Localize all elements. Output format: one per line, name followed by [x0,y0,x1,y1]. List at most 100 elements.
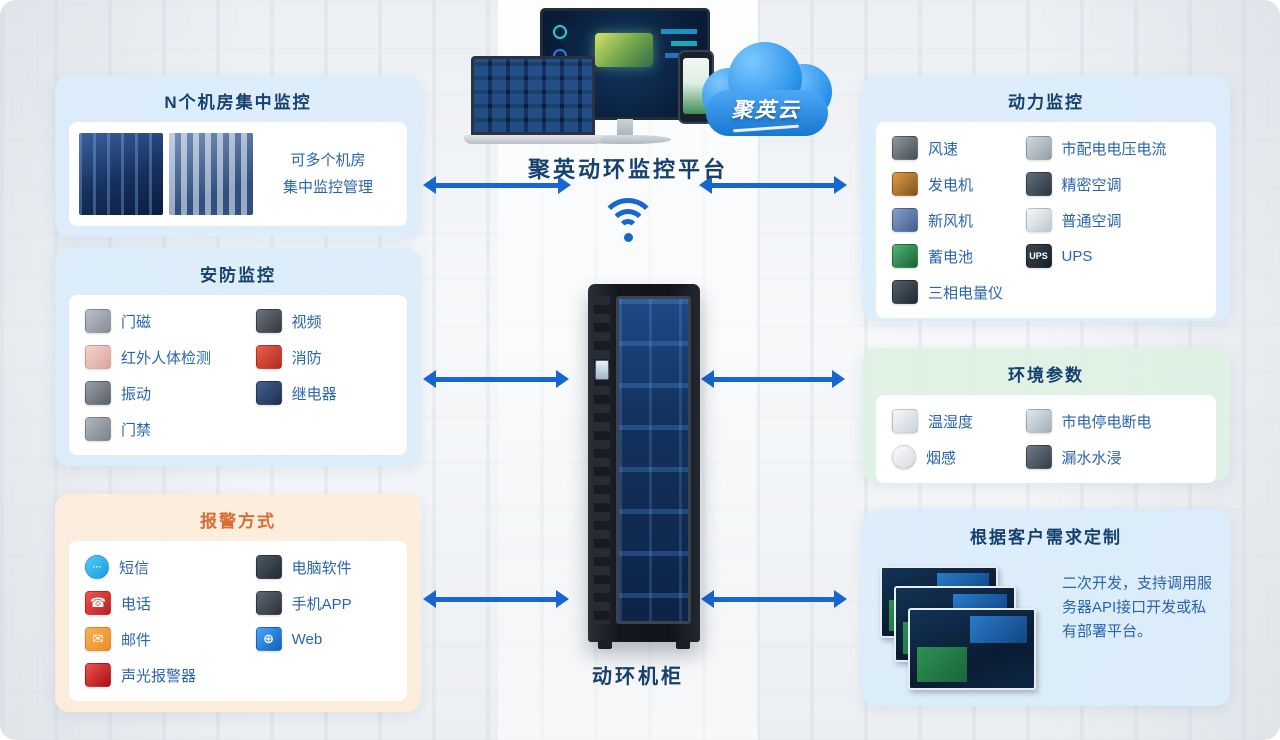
device-item: 蓄电池 [892,238,1026,274]
wifi-arc [599,198,657,256]
access-control-icon [85,417,111,441]
panel-title: N个机房集中监控 [164,93,312,112]
telephone-icon: ☎ [85,591,111,615]
video-camera-icon [255,309,282,333]
device-item: 门磁 [85,303,256,339]
chart-bar-graphic [671,41,697,46]
wifi-arc [618,219,638,239]
arrow-left-middle [423,370,569,388]
panel-body: 门磁 视频红外人体检测 消防振动 继电器门禁 [69,295,407,455]
cloud-brand-label: 聚英云 [708,94,824,130]
device-item: 新风机 [892,202,1026,238]
panel-body: 可多个机房 集中监控管理 [69,122,407,226]
arrow-right-bottom [701,590,847,608]
device-item: 继电器 [255,375,401,411]
panel-security-monitoring: 安防监控 门磁 视频红外人体检测 消防振动 继电器门禁 [55,248,421,466]
device-label: 新风机 [928,212,974,230]
fire-protection-icon [255,345,282,369]
device-label: 红外人体检测 [121,349,212,367]
panel-title: 报警方式 [200,512,276,531]
sms-icon: ··· [85,555,109,579]
panel-title: 根据客户需求定制 [970,528,1122,547]
device-label: 手机APP [291,595,352,613]
device-item: ⊕ Web [255,621,401,657]
device-label: 普通空调 [1061,212,1122,230]
cabinet-foot [676,641,690,649]
cloud-icon: 聚英云 [700,38,834,142]
device-label: 烟感 [926,449,957,467]
device-label: 电话 [121,595,152,613]
device-label: 声光报警器 [121,667,197,685]
precision-ac-icon [1025,172,1052,196]
arrow-left-bottom [423,590,569,608]
device-item: 声光报警器 [85,657,256,693]
ordinary-ac-icon [1025,208,1052,232]
temperature-humidity-icon [892,409,918,433]
dashboard-thumbnail [908,608,1036,690]
mobile-app-icon [255,591,282,615]
cabinet-label: 动环机柜 [592,666,684,688]
device-label: Web [291,630,323,648]
device-label: 继电器 [291,385,337,403]
door-magnet-icon [85,309,111,333]
monitor-base [579,135,671,144]
device-item: 烟感 [892,439,1026,475]
caption-line: 可多个机房 [290,152,366,169]
laptop-screen [471,56,595,135]
server-room-photo [169,133,253,215]
panel-body: 温湿度市电停电断电烟感漏水水浸 [876,395,1216,483]
device-item: 红外人体检测 [85,339,256,375]
device-item: 视频 [255,303,401,339]
panel-title: 动力监控 [1008,93,1084,112]
panel-title: 安防监控 [200,266,276,285]
device-item: 温湿度 [892,403,1026,439]
smoke-detector-icon [892,445,916,469]
panel-environment-parameters: 环境参数 温湿度市电停电断电烟感漏水水浸 [862,348,1230,483]
sound-light-alarm-icon [85,663,111,687]
laptop-base [464,135,602,144]
arrow-right-top [699,176,847,194]
device-label: 发电机 [928,176,974,194]
device-item: 市配电电压电流 [1025,130,1210,166]
device-label: UPS [1061,247,1093,265]
rooms-caption: 可多个机房 集中监控管理 [259,147,397,201]
device-label: 市配电电压电流 [1061,140,1167,158]
cabinet-display-icon [595,360,609,380]
device-item: 三相电量仪 [892,274,1026,310]
device-item: ···短信 [85,549,256,585]
three-phase-meter-icon [892,280,918,304]
cabinet-door-edge [594,296,610,624]
environment-items-grid: 温湿度市电停电断电烟感漏水水浸 [876,395,1216,483]
web-icon: ⊕ [255,627,282,651]
battery-icon [892,244,918,268]
device-label: 邮件 [121,631,152,649]
device-label: 风速 [928,140,959,158]
device-item: 振动 [85,375,256,411]
infrared-detector-icon [85,345,111,369]
device-item: 普通空调 [1025,202,1210,238]
device-item: 手机APP [255,585,401,621]
security-items-grid: 门磁 视频红外人体检测 消防振动 继电器门禁 [69,295,407,455]
device-label: 漏水水浸 [1061,449,1122,467]
device-label: 电脑软件 [291,559,352,577]
panel-body: 二次开发，支持调用服务器API接口开发或私有部署平台。 [862,548,1230,698]
monitor-stand [617,119,633,137]
cabinet-foot [598,641,612,649]
device-item: ✉邮件 [85,621,256,657]
device-item: 电脑软件 [255,549,401,585]
water-leak-icon [1025,445,1052,469]
fresh-air-fan-icon [892,208,918,232]
device-label: 蓄电池 [928,248,974,266]
device-item: 消防 [255,339,401,375]
device-label: 门磁 [121,313,152,331]
platform-title: 聚英动环监控平台 [527,157,728,182]
panel-custom-development: 根据客户需求定制 二次开发，支持调用服务器API接口开发或私有部署平台。 [862,510,1230,706]
device-item: 风速 [892,130,1026,166]
arrow-right-middle [701,370,845,388]
device-item: 门禁 [85,411,256,447]
device-label: 振动 [121,385,152,403]
